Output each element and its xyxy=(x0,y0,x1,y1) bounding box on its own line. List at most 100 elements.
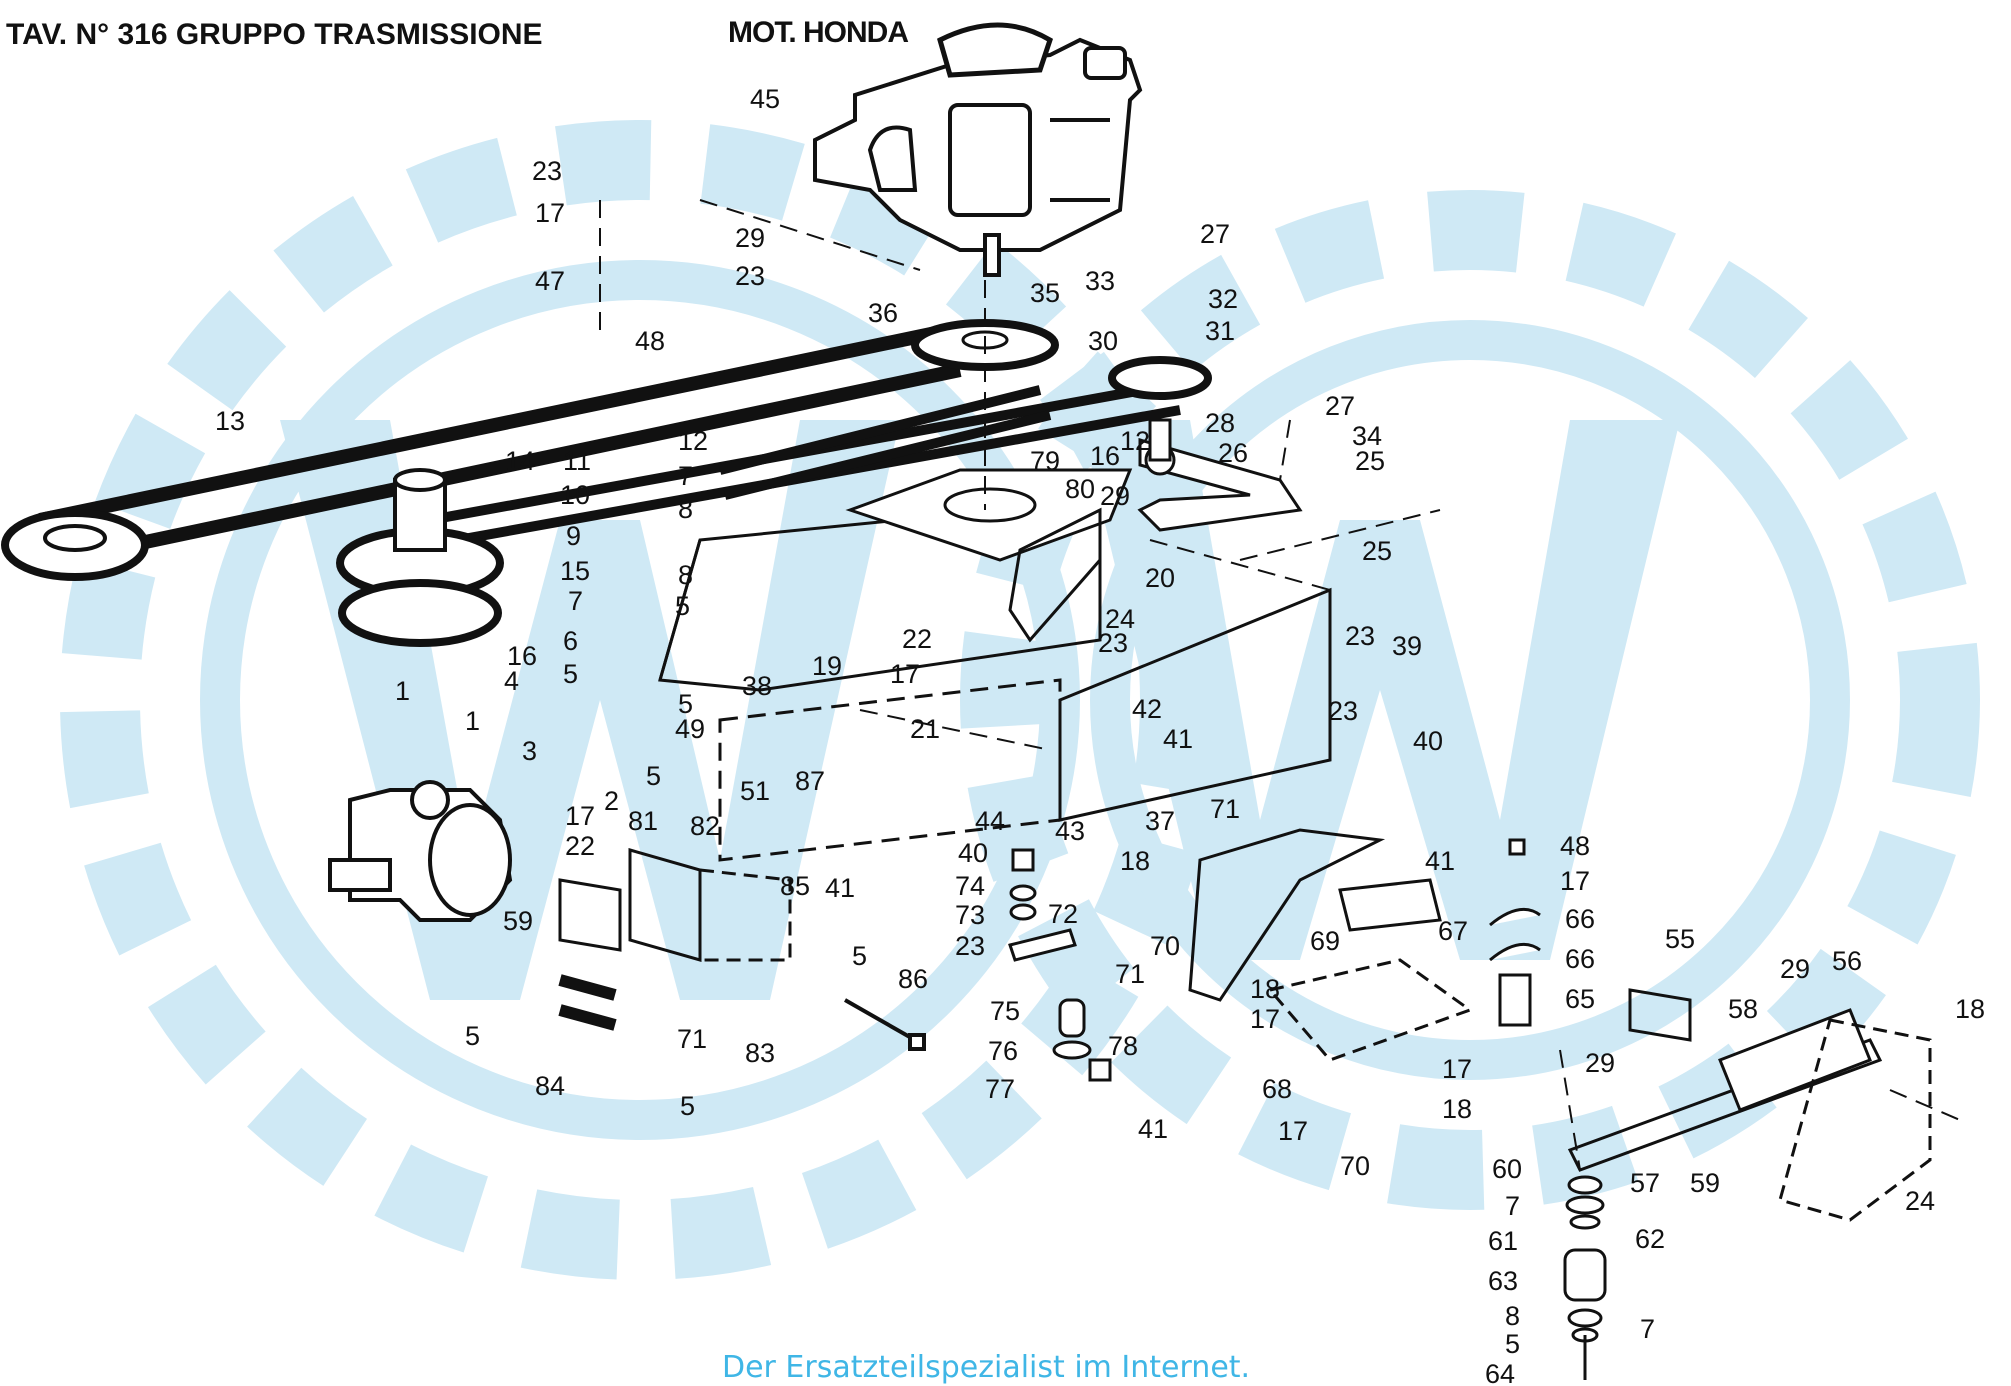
callout-24: 24 xyxy=(1905,1186,1935,1216)
callout-32: 32 xyxy=(1208,284,1238,314)
callout-65: 65 xyxy=(1565,984,1595,1014)
engine-label: MOT. HONDA xyxy=(728,16,909,49)
callout-58: 58 xyxy=(1728,994,1758,1024)
callout-41: 41 xyxy=(1163,724,1193,754)
callout-14: 14 xyxy=(505,446,535,476)
callout-27: 27 xyxy=(1200,219,1230,249)
callout-39: 39 xyxy=(1392,631,1422,661)
callout-15: 15 xyxy=(560,556,590,586)
callout-56: 56 xyxy=(1832,946,1862,976)
callout-22: 22 xyxy=(902,624,932,654)
callout-23: 23 xyxy=(1328,696,1358,726)
callout-62: 62 xyxy=(1635,1224,1665,1254)
callout-29: 29 xyxy=(1780,954,1810,984)
callout-57: 57 xyxy=(1630,1168,1660,1198)
callout-51: 51 xyxy=(740,776,770,806)
callout-30: 30 xyxy=(1088,326,1118,356)
bracket-69 xyxy=(1188,828,1474,1062)
callout-5: 5 xyxy=(646,761,661,791)
callout-25: 25 xyxy=(1362,536,1392,566)
tensioner-arm-26 xyxy=(1137,418,1303,532)
bolt-86 xyxy=(844,998,926,1051)
callout-84: 84 xyxy=(535,1071,565,1101)
callout-12: 12 xyxy=(678,426,708,456)
callout-18: 18 xyxy=(1442,1094,1472,1124)
callout-71: 71 xyxy=(1115,959,1145,989)
callout-59: 59 xyxy=(503,906,533,936)
bracket-20 xyxy=(1008,507,1102,643)
callout-28: 28 xyxy=(1205,408,1235,438)
callout-22: 22 xyxy=(565,831,595,861)
callout-5: 5 xyxy=(680,1091,695,1121)
callout-34: 34 xyxy=(1352,421,1382,451)
callout-40: 40 xyxy=(1413,726,1443,756)
callout-64: 64 xyxy=(1485,1359,1515,1386)
callout-17: 17 xyxy=(1442,1054,1472,1084)
callout-21: 21 xyxy=(910,714,940,744)
callout-71: 71 xyxy=(677,1024,707,1054)
callout-49: 49 xyxy=(675,714,705,744)
callout-18: 18 xyxy=(1955,994,1985,1024)
callout-7: 7 xyxy=(678,461,693,491)
callout-29: 29 xyxy=(1100,481,1130,511)
callout-18: 18 xyxy=(1250,974,1280,1004)
callout-40: 40 xyxy=(958,838,988,868)
callout-8: 8 xyxy=(1505,1301,1520,1331)
callout-59: 59 xyxy=(1690,1168,1720,1198)
spacers-84 xyxy=(558,974,617,1031)
callout-77: 77 xyxy=(985,1074,1015,1104)
callout-4: 4 xyxy=(504,666,519,696)
callout-70: 70 xyxy=(1340,1151,1370,1181)
callout-41: 41 xyxy=(1138,1114,1168,1144)
callout-44: 44 xyxy=(975,806,1005,836)
callout-17: 17 xyxy=(1560,866,1590,896)
frame-56-57 xyxy=(1567,988,1932,1222)
callout-43: 43 xyxy=(1055,816,1085,846)
spacers-65-66 xyxy=(1489,838,1541,1027)
callout-5: 5 xyxy=(563,659,578,689)
callout-1: 1 xyxy=(465,706,480,736)
callout-82: 82 xyxy=(690,811,720,841)
callout-66: 66 xyxy=(1565,944,1595,974)
double-pulley xyxy=(336,468,504,647)
callout-41: 41 xyxy=(1425,846,1455,876)
callout-45: 45 xyxy=(750,84,780,114)
callout-6: 6 xyxy=(563,626,578,656)
callout-5: 5 xyxy=(465,1021,480,1051)
callout-23: 23 xyxy=(955,931,985,961)
pulley-left xyxy=(1,509,149,581)
callout-23: 23 xyxy=(1345,621,1375,651)
callout-7: 7 xyxy=(1505,1191,1520,1221)
callout-83: 83 xyxy=(745,1038,775,1068)
pulley-30 xyxy=(1108,356,1212,400)
callout-42: 42 xyxy=(1132,694,1162,724)
callout-72: 72 xyxy=(1048,899,1078,929)
belt-13 xyxy=(38,323,962,567)
callout-8: 8 xyxy=(678,560,693,590)
callout-5: 5 xyxy=(1505,1329,1520,1359)
callout-23: 23 xyxy=(532,156,562,186)
callout-81: 81 xyxy=(628,806,658,836)
callout-25: 25 xyxy=(1355,446,1385,476)
callout-74: 74 xyxy=(955,871,985,901)
callout-66: 66 xyxy=(1565,904,1595,934)
callout-71: 71 xyxy=(1210,794,1240,824)
callout-5: 5 xyxy=(852,941,867,971)
callout-61: 61 xyxy=(1488,1226,1518,1256)
engine-mount-plate-80 xyxy=(845,468,1133,562)
callout-35: 35 xyxy=(1030,278,1060,308)
callout-16: 16 xyxy=(1090,441,1120,471)
callout-5: 5 xyxy=(675,591,690,621)
callout-80: 80 xyxy=(1065,474,1095,504)
page-title: TAV. N° 316 GRUPPO TRASMISSIONE xyxy=(6,18,543,51)
callout-17: 17 xyxy=(535,198,565,228)
honda-engine xyxy=(813,22,1143,277)
callout-38: 38 xyxy=(742,671,772,701)
callout-13: 13 xyxy=(215,406,245,436)
footer-tagline: Der Ersatzteilspezialist im Internet. xyxy=(722,1350,1251,1385)
callout-79: 79 xyxy=(1030,446,1060,476)
callout-23: 23 xyxy=(1098,628,1128,658)
callout-36: 36 xyxy=(868,298,898,328)
callout-17: 17 xyxy=(1250,1004,1280,1034)
